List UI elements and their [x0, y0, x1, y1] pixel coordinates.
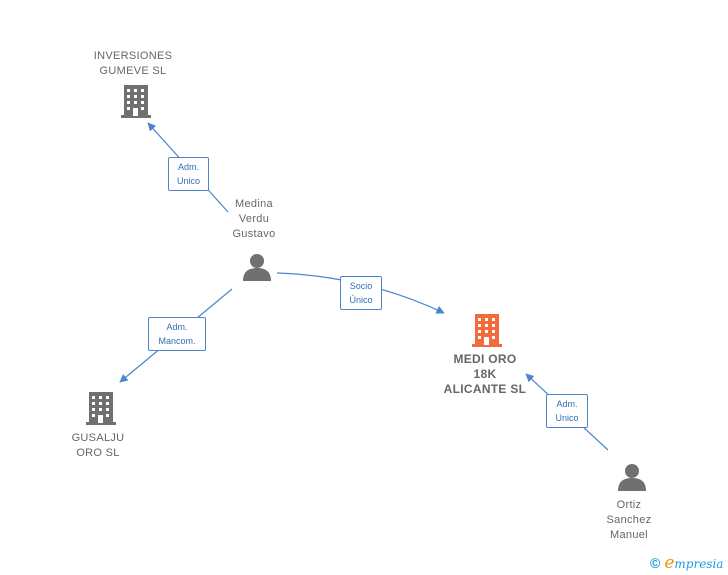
copyright-icon: ©: [650, 555, 661, 571]
brand-name: mpresia: [674, 557, 724, 571]
label-line: INVERSIONES: [93, 50, 173, 62]
footer-brand: © empresia: [650, 553, 723, 573]
edge-label-line: Socio: [349, 281, 373, 291]
edge-label-adm-mancom[interactable]: Adm. Mancom.: [148, 317, 206, 351]
label-line: ALICANTE SL: [443, 382, 527, 396]
node-label-medioro[interactable]: MEDI ORO 18K ALICANTE SL: [430, 352, 540, 397]
building-icon: [472, 314, 502, 347]
label-line: Ortiz: [616, 499, 642, 511]
edge-label-socio-unico[interactable]: Socio Único: [340, 276, 382, 310]
label-line: Verdu: [238, 213, 270, 225]
person-icon: [243, 254, 271, 281]
node-label-inversiones[interactable]: INVERSIONES GUMEVE SL: [78, 49, 188, 79]
node-label-gusalju[interactable]: GUSALJU ORO SL: [58, 431, 138, 461]
person-icon: [618, 464, 646, 491]
brand-logo[interactable]: empresia: [664, 553, 723, 573]
building-icon: [86, 392, 116, 425]
label-line: GUSALJU: [71, 432, 125, 444]
label-line: MEDI ORO: [453, 352, 517, 366]
label-line: 18K: [473, 367, 497, 381]
edge-label-line: Unico: [176, 176, 200, 186]
label-line: Gustavo: [232, 228, 276, 240]
edge-label-line: Único: [349, 295, 373, 305]
label-line: Manuel: [610, 529, 648, 541]
brand-initial: e: [664, 553, 675, 573]
edge-label-line: Adm.: [177, 162, 199, 172]
node-label-ortiz[interactable]: Ortiz Sanchez Manuel: [589, 498, 669, 543]
label-line: ORO SL: [76, 447, 120, 459]
edge-label-line: Adm.: [556, 399, 578, 409]
building-icon: [121, 85, 151, 118]
edge-label-line: Unico: [555, 413, 579, 423]
label-line: Medina: [235, 198, 273, 210]
label-line: GUMEVE SL: [99, 65, 167, 77]
label-line: Sanchez: [606, 514, 652, 526]
edge-label-adm-unico[interactable]: Adm. Unico: [168, 157, 209, 191]
edge-label-line: Adm.: [166, 322, 188, 332]
edge-label-adm-unico-2[interactable]: Adm. Unico: [546, 394, 588, 428]
edge-label-line: Mancom.: [158, 336, 196, 346]
node-label-medina[interactable]: Medina Verdu Gustavo: [214, 197, 294, 242]
